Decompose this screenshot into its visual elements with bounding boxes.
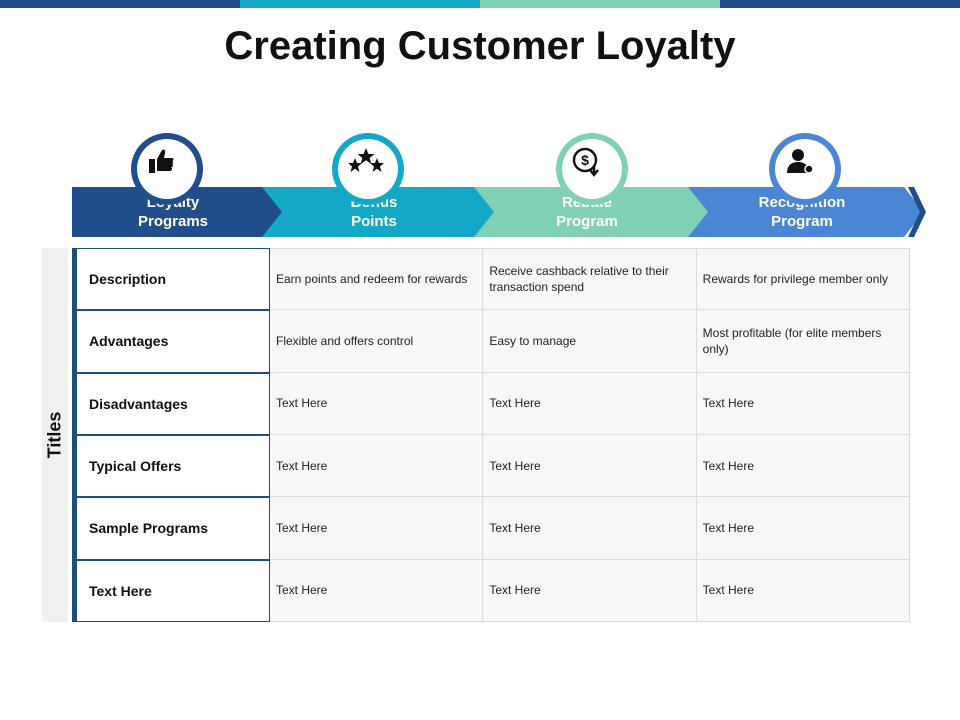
table-cell: Text Here	[696, 434, 910, 498]
table-cell: Rewards for privilege member only	[696, 248, 910, 311]
table-cell: Text Here	[270, 559, 484, 622]
row-title: Disadvantages	[72, 372, 270, 435]
top-bar-segment	[0, 0, 240, 8]
table-cell: Text Here	[483, 372, 697, 435]
table-row: Text Here Text Here Text Here Text Here	[72, 559, 910, 622]
svg-text:$: $	[581, 152, 589, 168]
thumbs-up-icon	[147, 147, 187, 183]
side-title: Titles	[42, 248, 68, 622]
comparison-table: Description Earn points and redeem for r…	[72, 248, 910, 622]
table-cell: Text Here	[483, 497, 697, 560]
arrow-shape	[688, 187, 926, 237]
arrow-shape	[474, 187, 710, 237]
page-title: Creating Customer Loyalty	[224, 24, 736, 68]
row-title: Text Here	[72, 559, 270, 622]
table-row: Typical Offers Text Here Text Here Text …	[72, 434, 910, 498]
side-title-label: Titles	[44, 411, 65, 459]
table-row: Advantages Flexible and offers control E…	[72, 310, 910, 373]
user-check-icon	[785, 147, 825, 183]
table-cell: Flexible and offers control	[270, 310, 484, 373]
arrow-shape	[262, 187, 496, 237]
table-cell: Earn points and redeem for rewards	[270, 248, 484, 311]
table-cell: Text Here	[270, 434, 484, 498]
table-row: Description Earn points and redeem for r…	[72, 248, 910, 311]
table-row: Disadvantages Text Here Text Here Text H…	[72, 372, 910, 435]
stars-icon	[348, 147, 388, 183]
table-row: Sample Programs Text Here Text Here Text…	[72, 497, 910, 560]
table-cell: Text Here	[696, 559, 910, 622]
table-cell: Most profitable (for elite members only)	[696, 310, 910, 373]
table-cell: Text Here	[483, 434, 697, 498]
table-cell: Text Here	[696, 497, 910, 560]
row-title: Sample Programs	[72, 497, 270, 560]
bonus-points-badge	[327, 133, 409, 215]
table-cell: Text Here	[696, 372, 910, 435]
table-cell: Text Here	[270, 497, 484, 560]
table-cell: Text Here	[483, 559, 697, 622]
top-bar-segment	[240, 0, 480, 8]
table-cell: Text Here	[270, 372, 484, 435]
row-title: Advantages	[72, 310, 270, 373]
top-bar-segment	[720, 0, 960, 8]
table-cell: Easy to manage	[483, 310, 697, 373]
recognition-program-badge	[764, 133, 846, 215]
top-color-bar	[0, 0, 960, 8]
loyalty-programs-badge	[126, 133, 208, 215]
dollar-refresh-icon: $	[572, 147, 612, 183]
arrow-shape	[72, 187, 284, 237]
rebate-program-badge: $	[551, 133, 633, 215]
table-cell: Receive cashback relative to their trans…	[483, 248, 697, 311]
row-title: Description	[72, 248, 270, 311]
top-bar-segment	[480, 0, 720, 8]
row-title: Typical Offers	[72, 434, 270, 498]
